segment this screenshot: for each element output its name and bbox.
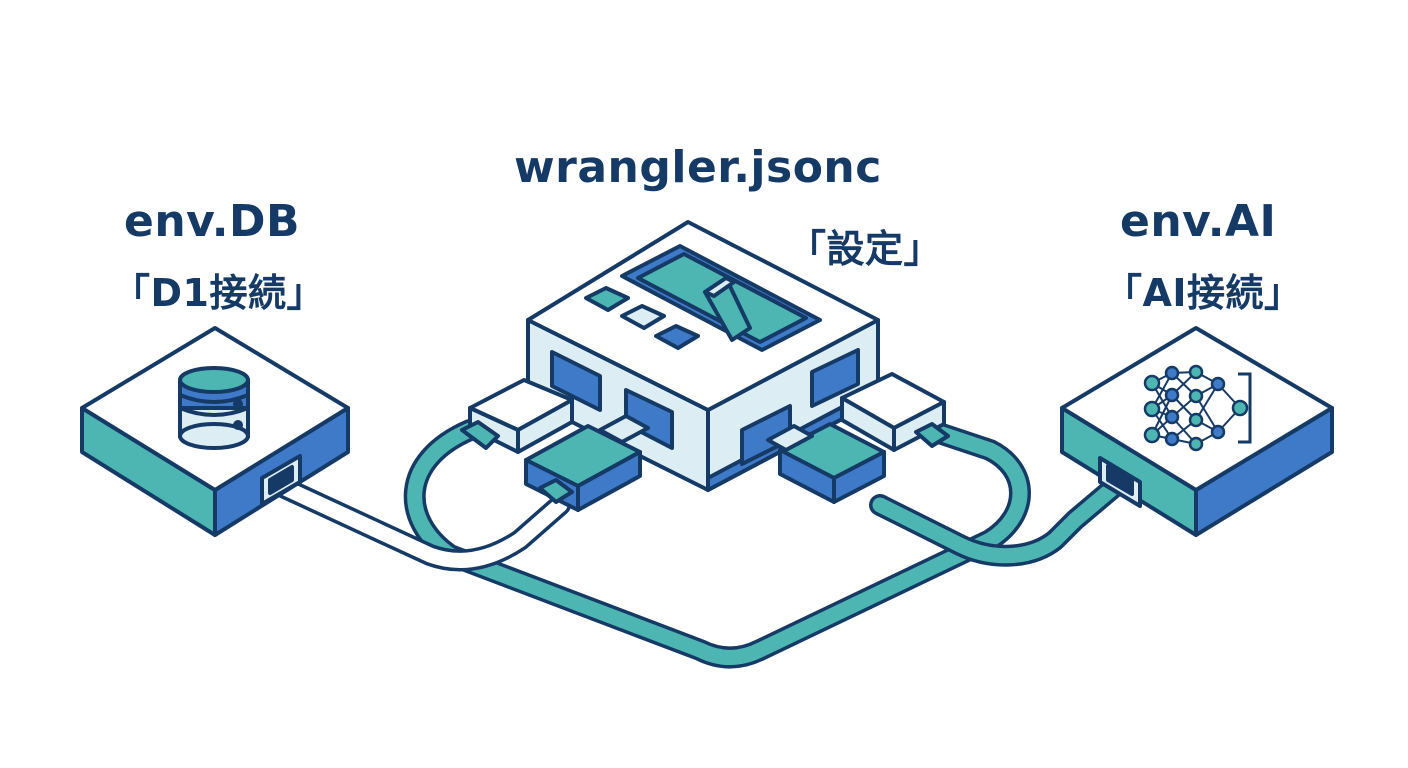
- database-icon: [178, 366, 250, 450]
- hub-role-label: 「設定」: [788, 227, 943, 271]
- hub-title: wrangler.jsonc: [514, 142, 882, 193]
- db-node-role-label: 「D1接続」: [112, 271, 325, 315]
- neural-network-icon: [1143, 364, 1252, 452]
- db-node-title: env.DB: [124, 196, 301, 247]
- ai-node-box: [1060, 326, 1334, 537]
- ai-node-title: env.AI: [1120, 196, 1277, 247]
- plug-hub-right-lower: [766, 422, 886, 504]
- config-switch-icon: [584, 244, 822, 352]
- ai-node-role-label: 「AI接続」: [1104, 271, 1303, 315]
- plug-hub-left-lower: [524, 414, 650, 512]
- cables: [274, 419, 1131, 669]
- plug-hub-left-upper: [460, 378, 574, 454]
- plug-hub-right-upper: [840, 372, 950, 452]
